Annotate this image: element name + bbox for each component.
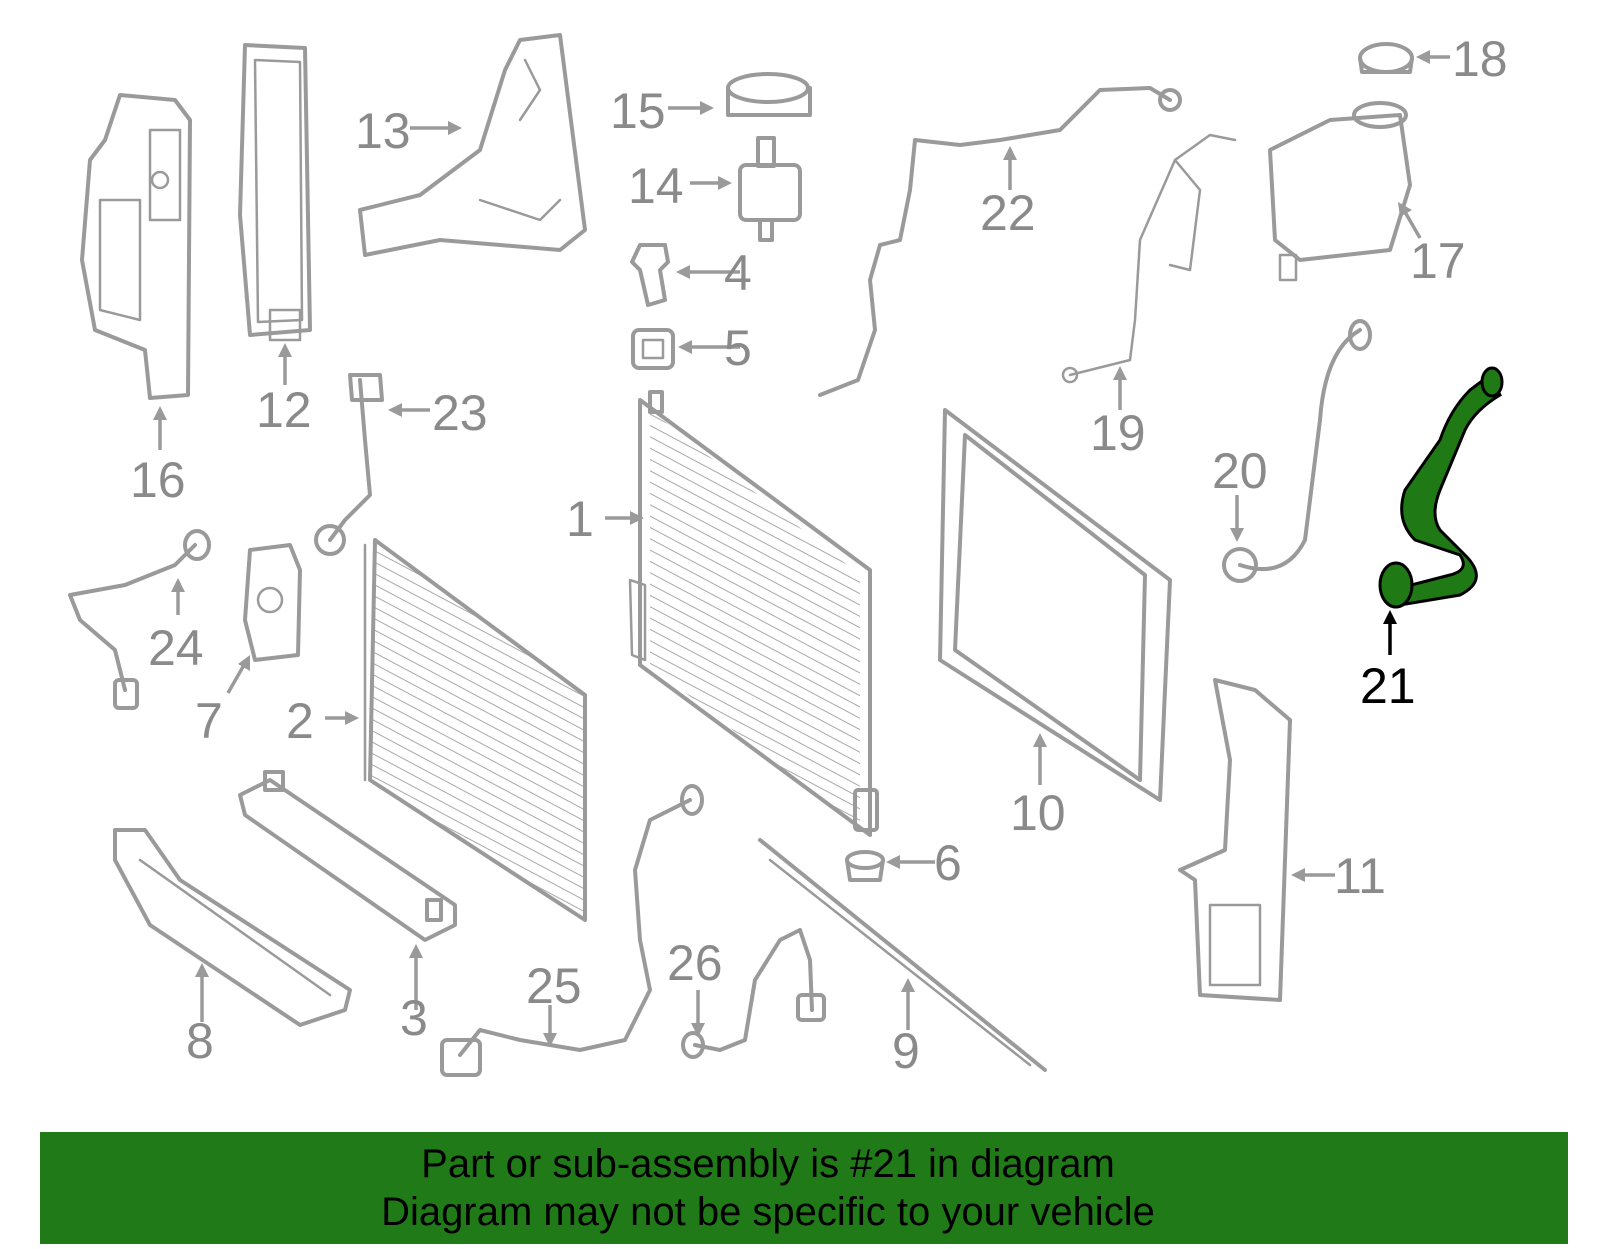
callout-13: 13 [355, 103, 411, 159]
callout-14: 14 [628, 158, 684, 214]
callout-24: 24 [148, 620, 204, 676]
part-19-line [1061, 133, 1237, 384]
callout-5: 5 [724, 320, 752, 376]
part-16-shroud [80, 93, 192, 400]
callout-16: 16 [130, 452, 186, 508]
info-banner: Part or sub-assembly is #21 in diagram D… [40, 1132, 1568, 1244]
part-12-panel [238, 43, 312, 342]
callout-22: 22 [980, 185, 1036, 241]
callout-6: 6 [934, 835, 962, 891]
banner-line-disclaimer: Diagram may not be specific to your vehi… [381, 1190, 1155, 1234]
part-8-deflector [113, 828, 352, 1027]
callout-19: 19 [1090, 405, 1146, 461]
part-9-strip [758, 838, 1047, 1072]
part-18-cap [1358, 42, 1414, 74]
callout-25: 25 [526, 958, 582, 1014]
callout-20: 20 [1212, 443, 1268, 499]
callout-2: 2 [286, 693, 314, 749]
callout-1: 1 [566, 491, 594, 547]
callout-4: 4 [724, 245, 752, 301]
part-24-hose [68, 529, 211, 710]
part-20-hose [1222, 319, 1372, 583]
callout-17: 17 [1410, 233, 1466, 289]
part-21-highlighted-hose [1378, 366, 1504, 609]
part-14-sensor [738, 136, 802, 242]
part-7-housing [243, 543, 302, 662]
callout-7: 7 [195, 693, 223, 749]
part-1-radiator [628, 390, 879, 837]
callout-23: 23 [432, 385, 488, 441]
part-26-hose [681, 928, 826, 1059]
callout-10: 10 [1010, 785, 1066, 841]
callout-3: 3 [400, 990, 428, 1046]
part-3-cooler [238, 770, 457, 942]
part-10-frame [938, 408, 1172, 802]
callout-12: 12 [256, 382, 312, 438]
part-4-clip [630, 243, 670, 307]
parts-diagram: 1 2 3 4 5 6 7 8 9 10 11 12 13 14 15 16 1… [68, 31, 1508, 1079]
banner-line-part-info: Part or sub-assembly is #21 in diagram [421, 1142, 1115, 1186]
leader-arrows [153, 50, 1450, 1047]
callout-21: 21 [1360, 658, 1416, 714]
callout-labels: 1 2 3 4 5 6 7 8 9 10 11 12 13 14 15 16 1… [130, 31, 1508, 1079]
callout-9: 9 [892, 1023, 920, 1079]
part-25-hose [440, 784, 704, 1077]
part-17-reservoir [1268, 101, 1412, 282]
part-23-hose [314, 373, 384, 556]
part-22-hose [818, 86, 1182, 397]
part-6-grommet [845, 850, 885, 882]
part-13-bracket [358, 33, 587, 257]
callout-26: 26 [667, 935, 723, 991]
callout-15: 15 [610, 83, 666, 139]
part-11-duct [1178, 678, 1292, 1002]
part-5-grommet [631, 328, 675, 370]
callout-11: 11 [1334, 848, 1386, 904]
part-15-cap [726, 72, 812, 117]
part-2-condenser [363, 538, 587, 922]
callout-18: 18 [1452, 31, 1508, 87]
callout-8: 8 [186, 1013, 214, 1069]
